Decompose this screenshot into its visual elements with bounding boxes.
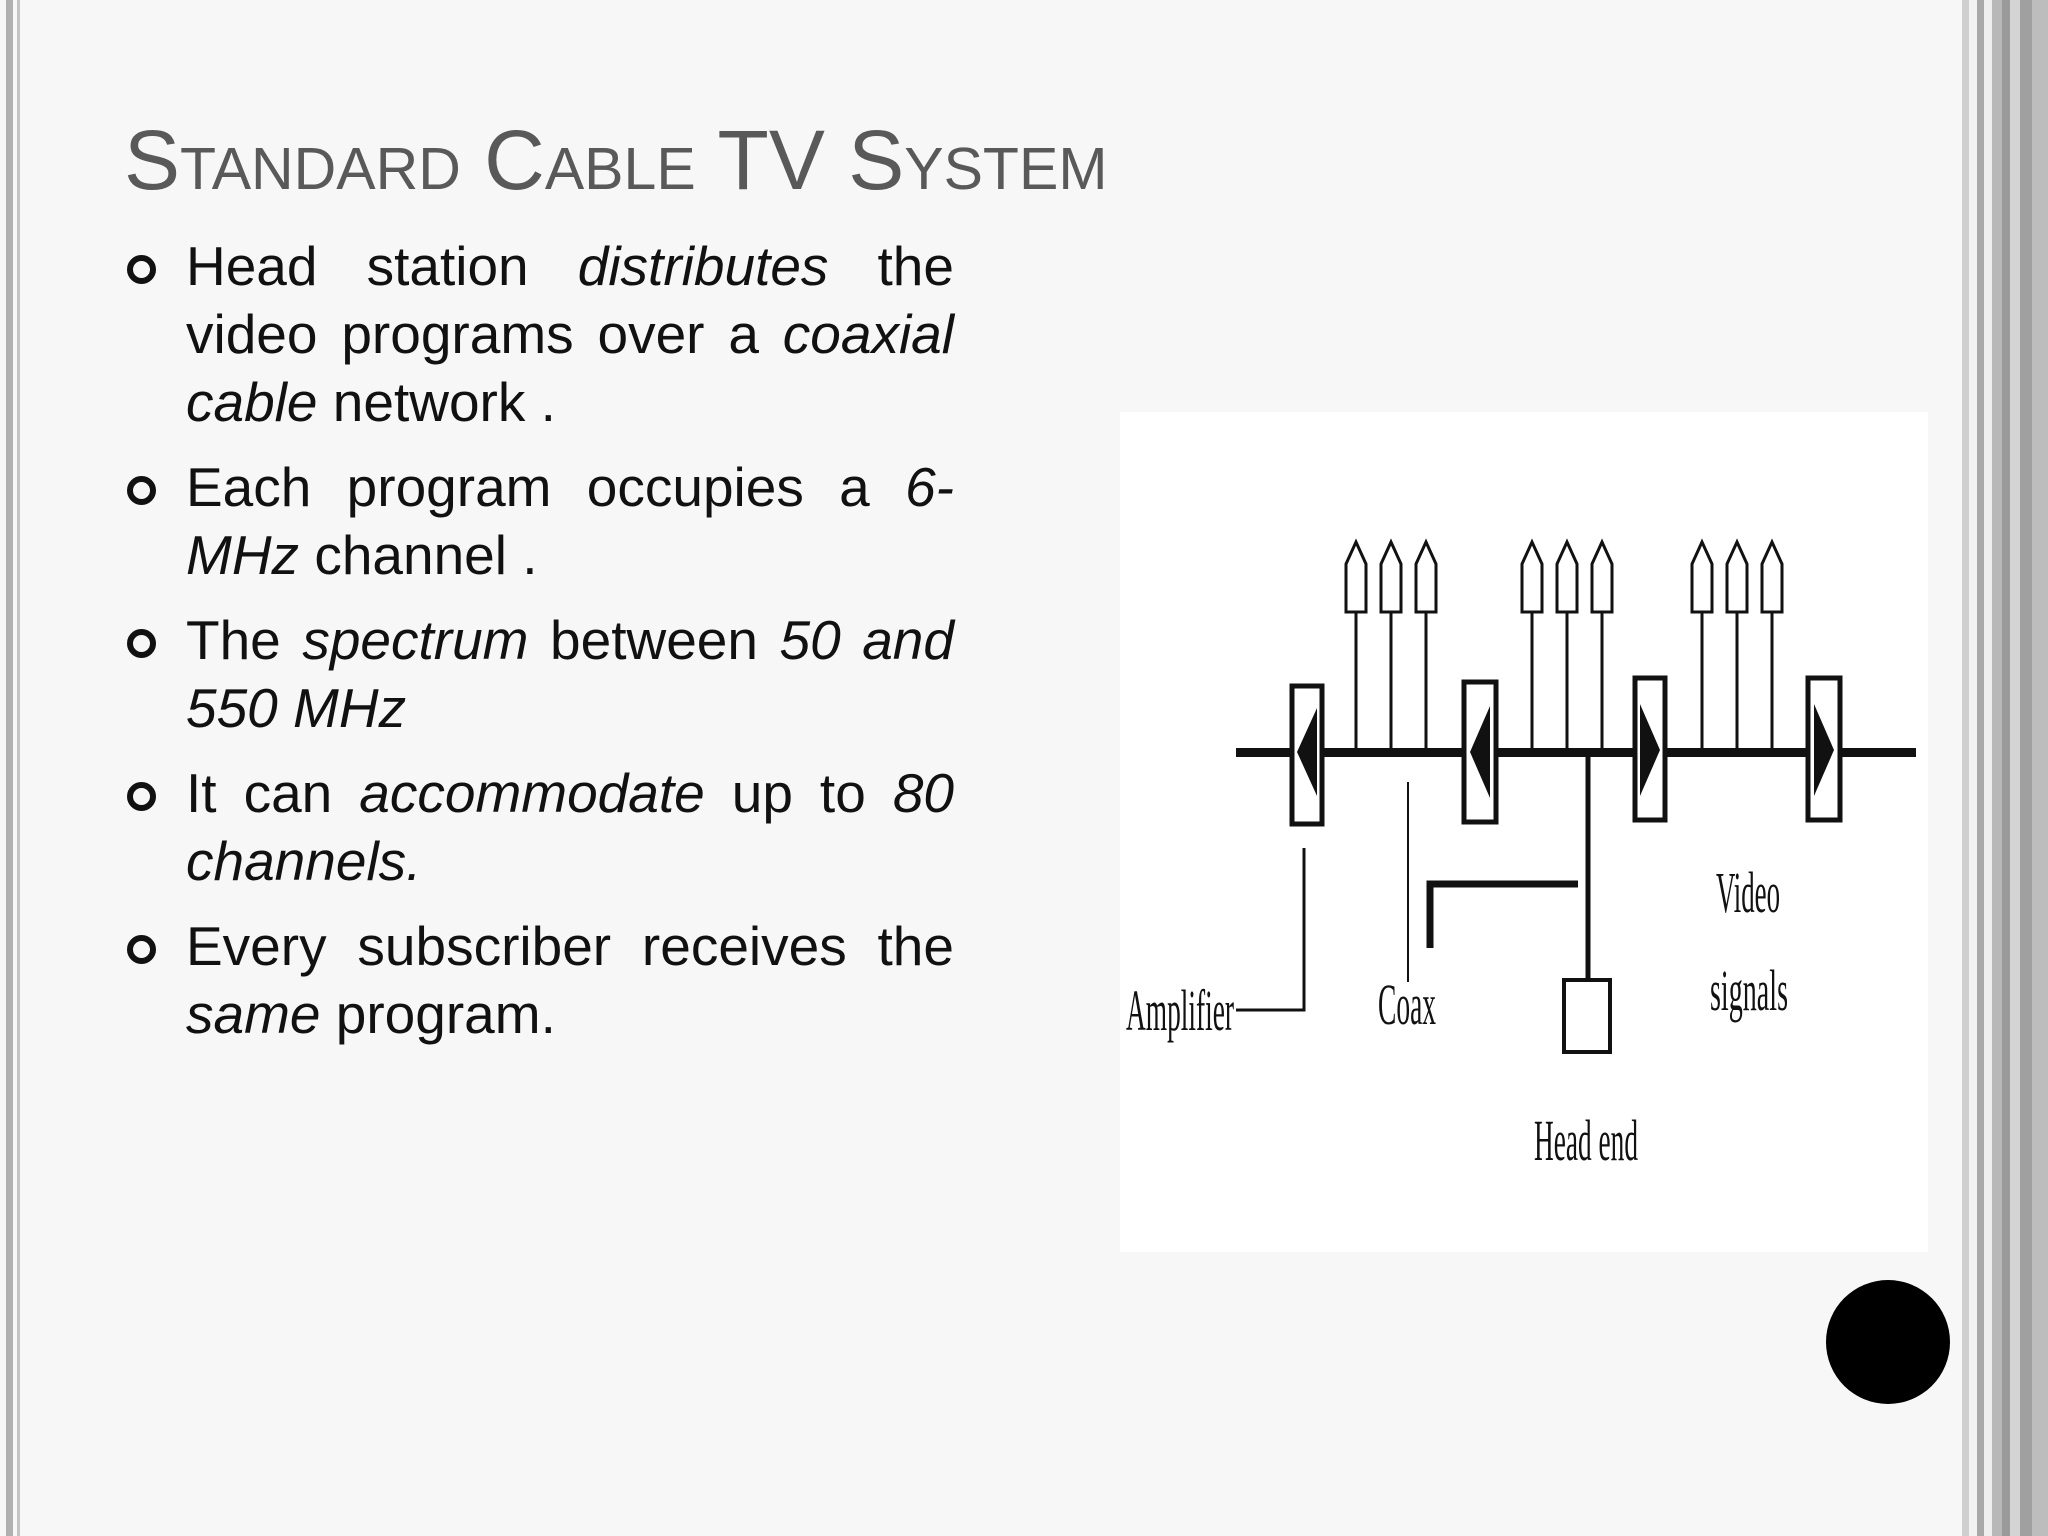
label-amplifier: Amplifier <box>1126 978 1234 1043</box>
bullet-emphasis: accommodate <box>359 762 705 824</box>
bullet-emphasis: 80 channels. <box>186 762 954 892</box>
label-coax: Coax <box>1378 972 1436 1037</box>
bullet-text: between <box>528 609 780 671</box>
bullet-list: Head station distributes the video progr… <box>124 232 954 1065</box>
bullet-circle-icon <box>127 255 156 284</box>
subscriber-group-2 <box>1520 538 1614 748</box>
bullet-item: Every subscriber receives the same progr… <box>124 912 954 1048</box>
bullet-circle-icon <box>127 935 156 964</box>
bullet-emphasis: same <box>186 983 321 1045</box>
bullet-emphasis: distributes <box>577 235 829 297</box>
bullet-item: Each program occupies a 6-MHz channel . <box>124 453 954 589</box>
frame-line-left-outer <box>6 0 13 1536</box>
decorative-dot <box>1826 1280 1950 1404</box>
amplifier-3 <box>1632 675 1668 823</box>
label-head-end: Head end <box>1534 1108 1638 1173</box>
bullet-text: It can <box>186 762 360 824</box>
bullet-emphasis: 50 and 550 MHz <box>186 609 954 739</box>
bullet-text: The <box>186 609 303 671</box>
head-end-box <box>1562 978 1612 1054</box>
amplifier-pointer <box>1236 848 1306 1012</box>
bullet-text: Every subscriber receives the <box>186 915 954 977</box>
bullet-text: channel . <box>299 524 538 586</box>
label-signals: signals <box>1710 958 1788 1023</box>
bullet-circle-icon <box>127 629 156 658</box>
bullet-text: the video programs over a <box>186 235 954 365</box>
frame-line-left-inner <box>17 0 20 1536</box>
bullet-circle-icon <box>127 476 156 505</box>
slide-title: Standard Cable TV System <box>124 113 1108 207</box>
bullet-item: It can accommodate up to 80 channels. <box>124 759 954 895</box>
bullet-text: Head station <box>186 235 578 297</box>
bullet-text: Each program occupies a <box>186 456 906 518</box>
label-video: Video <box>1716 860 1780 925</box>
bullet-text: program. <box>320 983 556 1045</box>
frame-stripes-right <box>1962 0 2048 1536</box>
subscriber-group-3 <box>1690 538 1784 748</box>
cable-tv-diagram: Amplifier Coax Head end Video signals <box>1120 412 1928 1252</box>
bullet-emphasis: spectrum <box>302 609 529 671</box>
amplifier-4 <box>1805 675 1843 823</box>
trunk-cable <box>1236 748 1916 757</box>
bullet-text: network . <box>317 371 556 433</box>
amplifier-1 <box>1289 683 1325 827</box>
bullet-emphasis: 6-MHz <box>186 456 954 586</box>
diagram-svg: Amplifier Coax Head end Video signals <box>1126 538 1916 1173</box>
bullet-item: The spectrum between 50 and 550 MHz <box>124 606 954 742</box>
bullet-text: up to <box>704 762 893 824</box>
head-end-pointer <box>1426 880 1578 948</box>
bullet-emphasis: coaxial cable <box>186 303 954 433</box>
bullet-item: Head station distributes the video progr… <box>124 232 954 436</box>
subscriber-group-1 <box>1344 538 1438 748</box>
bullet-circle-icon <box>127 782 156 811</box>
amplifier-2 <box>1461 679 1499 825</box>
